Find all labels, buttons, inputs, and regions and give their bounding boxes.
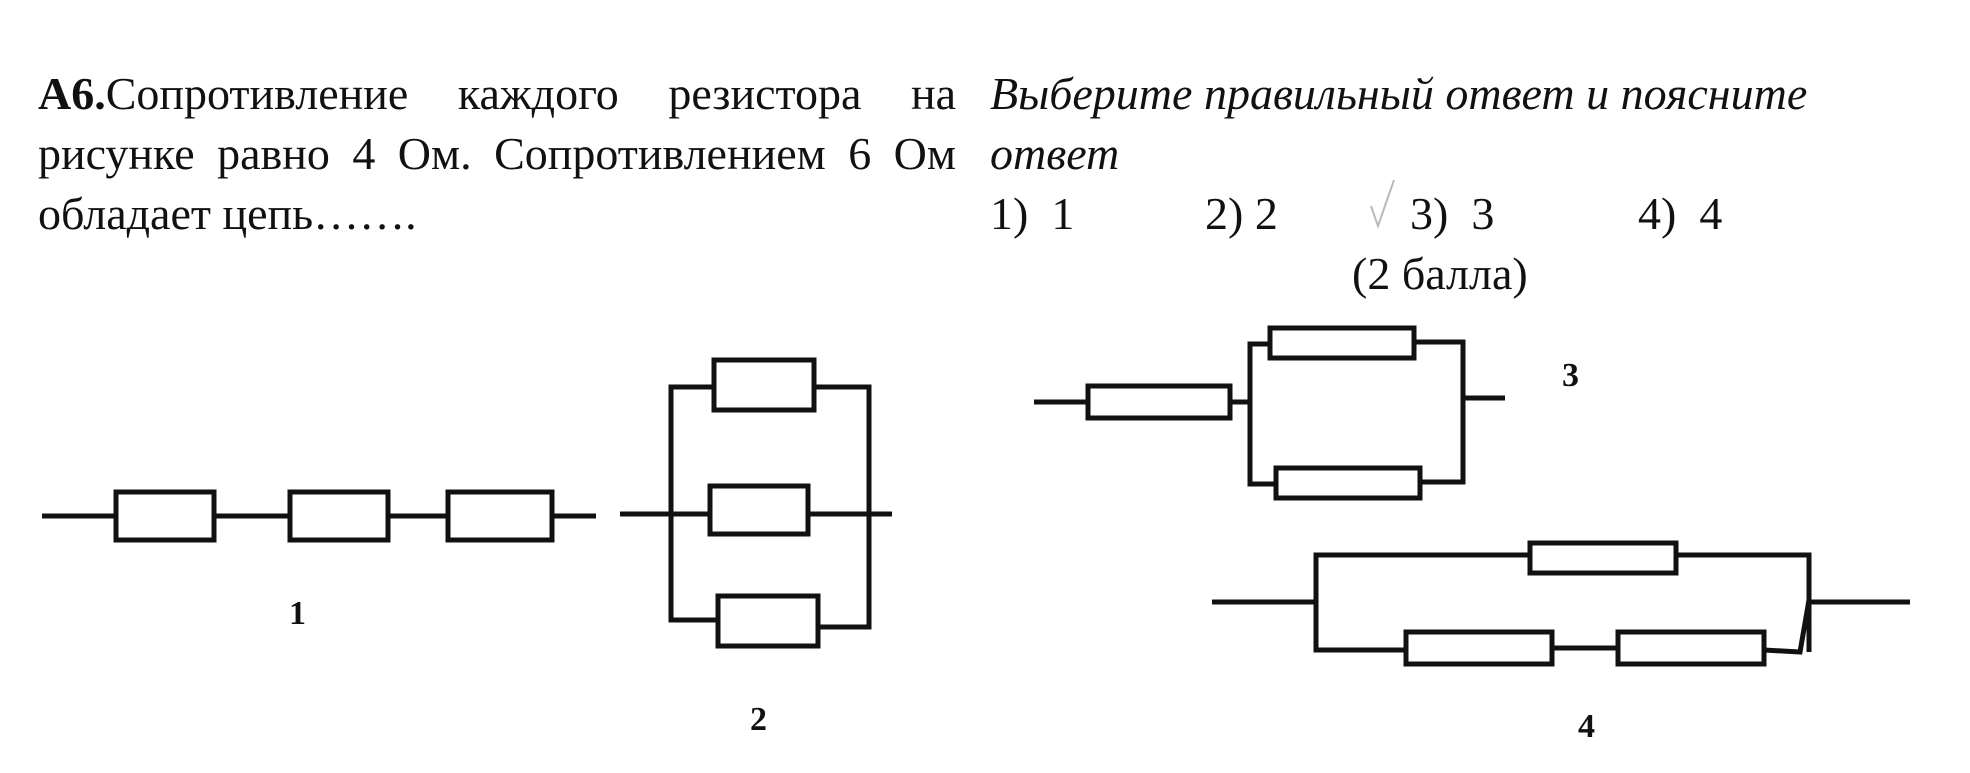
circuit-2-resistor-middle	[707, 483, 811, 537]
circuit-3-resistor-bottom	[1273, 465, 1423, 501]
option-1: 1) 1	[990, 184, 1074, 244]
circuit-2-label: 2	[750, 701, 767, 738]
option-4-value: 4	[1699, 188, 1723, 239]
circuit-1-label: 1	[289, 595, 306, 632]
option-1-value: 1	[1051, 188, 1075, 239]
circuit-1-resistor-a	[113, 489, 217, 543]
option-3-value: 3	[1471, 188, 1495, 239]
question-body: Сопротивление каждого резистора на рисун…	[38, 68, 956, 239]
circuit-2-resistor-top	[711, 357, 817, 413]
option-3-number: 3)	[1410, 188, 1449, 239]
circuit-4-resistor-top	[1527, 540, 1679, 576]
option-2-value: 2	[1254, 188, 1278, 239]
question-text: А6.Сопротивление каждого резистора на ри…	[38, 64, 956, 244]
option-4: 4) 4	[1638, 184, 1722, 244]
circuit-3-label: 3	[1562, 357, 1579, 394]
option-2-number: 2)	[1205, 188, 1244, 239]
circuit-4-mixed	[1212, 540, 1910, 667]
circuit-4-resistor-bottom-left	[1403, 629, 1555, 667]
circuit-4-resistor-bottom-right	[1615, 629, 1767, 667]
answer-instruction: Выберите правильный ответ и поясните отв…	[990, 68, 1808, 179]
circuit-4-label: 4	[1578, 708, 1595, 745]
question-number: А6.	[38, 68, 106, 119]
circuit-1-resistor-b	[287, 489, 391, 543]
circuit-2-resistor-bottom	[715, 593, 821, 649]
points-note: (2 балла)	[1352, 248, 1528, 299]
checkmark-icon	[1370, 179, 1395, 230]
circuit-1-resistor-c	[445, 489, 555, 543]
circuit-1-series	[42, 489, 596, 543]
circuit-3-resistor-top	[1267, 325, 1417, 361]
circuit-3-mixed	[1034, 325, 1505, 501]
option-1-number: 1)	[990, 188, 1029, 239]
option-2: 2) 2	[1205, 184, 1278, 244]
option-4-number: 4)	[1638, 188, 1677, 239]
option-3: 3) 3	[1410, 184, 1494, 244]
circuit-3-resistor-series	[1085, 383, 1233, 421]
circuit-2-parallel	[620, 357, 892, 649]
